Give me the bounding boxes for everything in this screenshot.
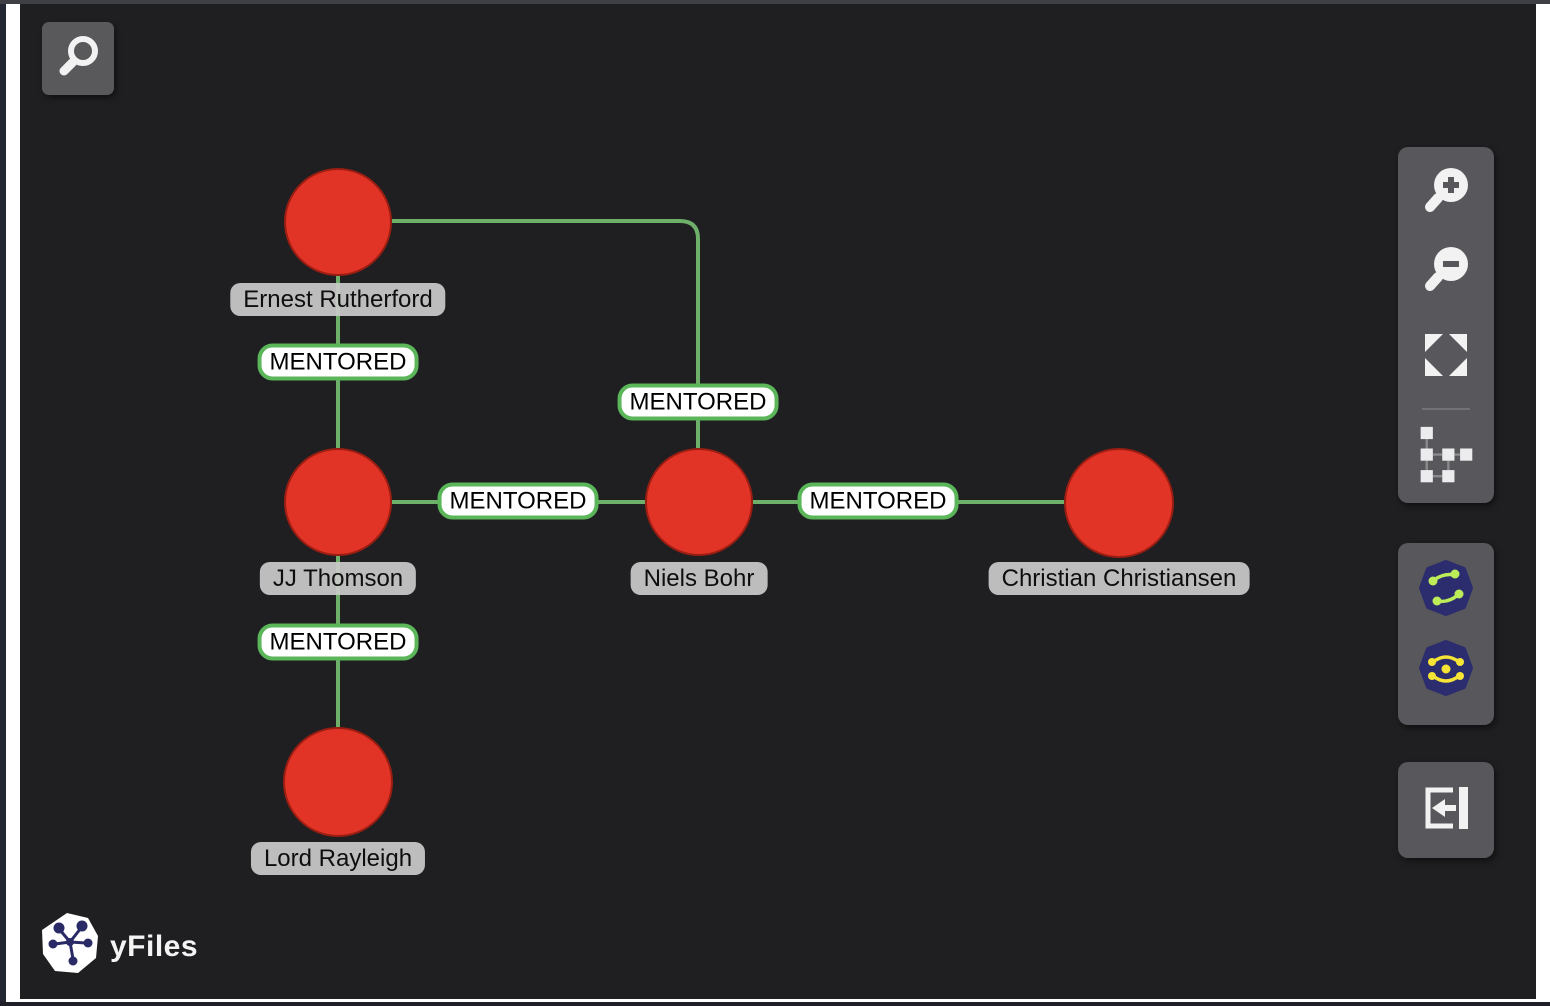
fit-content-icon [1425,333,1467,381]
yfiles-logo-text: yFiles [110,929,199,963]
edge-label-thomson-bohr[interactable]: MENTORED [437,482,599,520]
node-label-niels-bohr: Niels Bohr [630,562,768,595]
exit-sidebar-icon [1422,784,1470,837]
edge-rutherford-bohr [392,219,700,448]
search-button[interactable] [42,22,114,95]
node-lord-rayleigh[interactable] [283,727,393,837]
organic-layout-button[interactable] [1398,554,1494,626]
hierarchic-layout-button[interactable] [1398,422,1494,494]
edge-label-rutherford-bohr[interactable]: MENTORED [617,383,779,421]
node-label-christian-christiansen: Christian Christiansen [988,562,1250,595]
toolbar-layout-panel [1398,543,1494,725]
node-niels-bohr[interactable] [645,448,753,556]
graph-canvas[interactable]: Ernest Rutherford JJ Thomson Niels Bohr … [20,4,1536,999]
edge-label-rutherford-thomson[interactable]: MENTORED [257,343,419,381]
zoom-in-icon [1423,167,1469,220]
radial-layout-button[interactable] [1398,634,1494,706]
zoom-out-button[interactable] [1398,236,1494,308]
hierarchic-layout-icon [1415,425,1477,492]
yfiles-logo[interactable]: yFiles [40,912,198,981]
node-ernest-rutherford[interactable] [284,168,392,276]
toolbar-exit-panel [1398,762,1494,858]
yfiles-logo-icon [40,912,100,981]
magnifier-icon [57,34,99,83]
node-christian-christiansen[interactable] [1064,448,1174,558]
radial-layout-icon [1418,639,1474,701]
node-label-jj-thomson: JJ Thomson [259,562,417,595]
zoom-out-icon [1423,246,1469,299]
window-left-edge [0,0,6,1006]
graph-edges-layer [336,219,1064,727]
node-label-lord-rayleigh: Lord Rayleigh [250,842,426,875]
window-top-edge [0,0,1550,4]
toolbar-zoom-panel [1398,147,1494,503]
node-label-ernest-rutherford: Ernest Rutherford [230,283,446,316]
fit-content-button[interactable] [1398,321,1494,393]
edge-label-bohr-christiansen[interactable]: MENTORED [797,482,959,520]
organic-layout-icon [1418,559,1474,621]
window-bottom-edge [0,1002,1550,1006]
node-jj-thomson[interactable] [284,448,392,556]
zoom-in-button[interactable] [1398,157,1494,229]
edge-label-thomson-rayleigh[interactable]: MENTORED [257,623,419,661]
toolbar-divider [1422,408,1470,410]
exit-sidebar-button[interactable] [1398,774,1494,846]
